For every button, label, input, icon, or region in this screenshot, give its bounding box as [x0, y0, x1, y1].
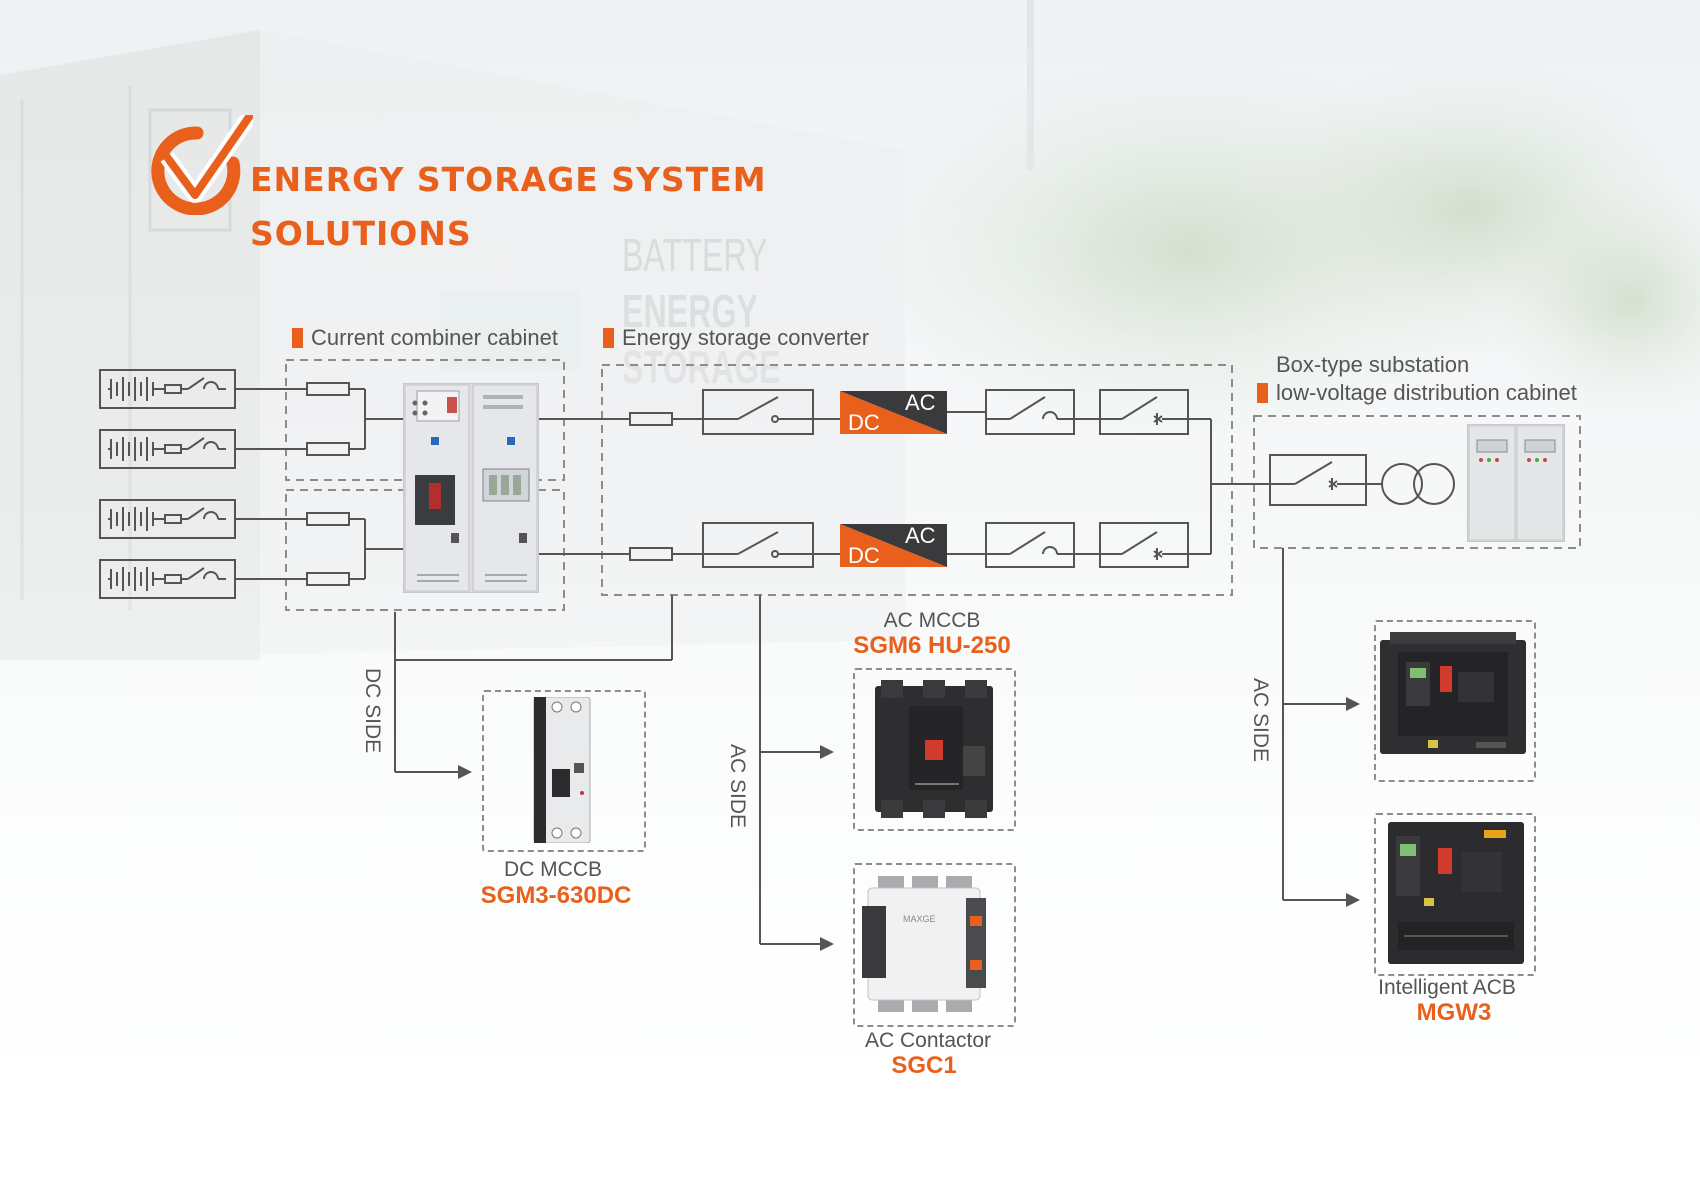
- ac-contactor-image: [862, 876, 986, 1012]
- bg-text-battery: BATTERY: [622, 229, 768, 281]
- side-label-ac-left: AC SIDE: [726, 744, 749, 829]
- product-frame-acb-top: [1374, 620, 1536, 782]
- page-title-line2: SOLUTIONS: [250, 214, 472, 253]
- combiner-frame-bottom: [285, 489, 565, 611]
- arrow-right-icon: [1346, 697, 1360, 711]
- section-label-converter: Energy storage converter: [603, 325, 869, 351]
- side-label-ac-right: AC SIDE: [1249, 678, 1272, 763]
- distribution-cabinet-image: [1467, 424, 1565, 542]
- arrow-right-icon: [820, 937, 834, 951]
- product-model-ac-contactor: SGC1: [891, 1052, 957, 1079]
- breaker-lower-1: [702, 522, 814, 568]
- converter-block-upper: [840, 391, 947, 434]
- breaker-upper-3: [1099, 389, 1189, 435]
- product-frame-acb-bottom: [1374, 813, 1536, 976]
- converter-frame: [601, 364, 1233, 596]
- converter-label-ac-upper: AC: [905, 390, 936, 415]
- product-frame-ac-mccb: [853, 668, 1016, 831]
- check-logo-icon: [151, 115, 253, 215]
- section-label-distribution: low-voltage distribution cabinet: [1257, 380, 1577, 406]
- bg-text-energy: ENERGY: [622, 285, 758, 337]
- label-marker: [292, 328, 303, 348]
- acb-image-top: [1380, 632, 1526, 754]
- product-name-ac-mccb: AC MCCB: [883, 609, 981, 632]
- substation-frame: [1253, 415, 1581, 549]
- converter-block-lower: [840, 524, 947, 567]
- product-name-dc-mccb: DC MCCB: [504, 858, 602, 881]
- transformer-icon: [1381, 463, 1423, 505]
- product-name-ac-contactor: AC Contactor: [864, 1029, 992, 1052]
- converter-label-ac-lower: AC: [905, 523, 936, 548]
- arrow-right-icon: [820, 745, 834, 759]
- section-label-combiner: Current combiner cabinet: [292, 325, 558, 351]
- arrow-right-icon: [458, 765, 472, 779]
- breaker-lower-2: [985, 522, 1075, 568]
- breaker-substation: [1269, 454, 1367, 506]
- ac-mccb-image: [875, 680, 993, 818]
- acb-image-bottom: [1388, 822, 1524, 964]
- product-name-acb: Intelligent ACB: [1378, 976, 1516, 999]
- product-model-dc-mccb: SGM3-630DC: [480, 882, 632, 909]
- label-marker: [603, 328, 614, 348]
- product-frame-ac-contactor: [853, 863, 1016, 1027]
- breaker-lower-3: [1099, 522, 1189, 568]
- converter-label-dc-lower: DC: [848, 543, 880, 568]
- battery-module-1: [99, 369, 236, 409]
- label-marker: [1257, 383, 1268, 403]
- section-label-substation: Box-type substation: [1276, 352, 1470, 377]
- product-frame-dc-mccb: [482, 690, 646, 852]
- product-model-acb: MGW3: [1416, 999, 1492, 1026]
- arrows: [458, 697, 1360, 951]
- page-title-line1: ENERGY STORAGE SYSTEM: [250, 160, 767, 199]
- battery-module-3: [99, 499, 236, 539]
- bg-text-storage: STORAGE: [622, 341, 781, 393]
- breaker-upper-2: [985, 389, 1075, 435]
- side-label-dc: DC SIDE: [361, 668, 384, 754]
- breaker-upper-1: [702, 389, 814, 435]
- arrow-right-icon: [1346, 893, 1360, 907]
- combiner-cabinet-image: [403, 383, 539, 593]
- dc-mccb-image: [533, 697, 591, 843]
- contactor-brand-text: MAXGE: [903, 914, 936, 924]
- battery-module-4: [99, 559, 236, 599]
- product-model-ac-mccb: SGM6 HU-250: [853, 632, 1011, 659]
- converter-label-dc-upper: DC: [848, 410, 880, 435]
- battery-module-2: [99, 429, 236, 469]
